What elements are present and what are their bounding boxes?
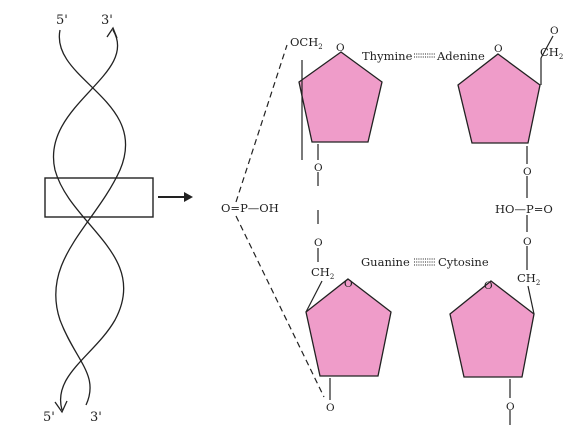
zoom-arrow xyxy=(158,192,193,202)
top-left-bond-oxygen: O xyxy=(314,162,323,174)
phosphate-right-lower-oxygen: O xyxy=(523,236,532,248)
base-adenine: Adenine xyxy=(436,49,485,63)
top-right-bond-oxygen: O xyxy=(523,166,532,178)
helix-bottom-left-label: 5' xyxy=(43,410,55,425)
arrowhead-bottom xyxy=(54,400,68,414)
bottom-left-top-oxygen: O xyxy=(314,237,323,249)
top-right-ring-oxygen: O xyxy=(494,43,503,55)
magnify-lines xyxy=(235,44,325,398)
sugar-ring-bottom-left xyxy=(305,278,392,377)
top-left-bonds xyxy=(301,60,319,186)
phosphate-left: O=P—OH xyxy=(221,201,279,215)
selection-box xyxy=(44,177,154,218)
helix-top-left-label: 5' xyxy=(56,13,68,28)
bottom-left-bonds xyxy=(305,210,331,400)
sugar-ring-top-right xyxy=(457,53,541,144)
bottom-left-group: CH2 xyxy=(311,265,334,281)
bottom-right-bond-oxygen: O xyxy=(506,401,515,413)
top-right-top-oxygen: O xyxy=(550,25,559,37)
base-cytosine: Cytosine xyxy=(438,255,489,269)
bottom-right-group: CH2 xyxy=(517,271,540,287)
top-right-group: CH2 xyxy=(540,45,563,61)
double-helix xyxy=(52,26,127,414)
bottom-right-bonds xyxy=(509,285,535,425)
top-left-ring-oxygen: O xyxy=(336,42,345,54)
bottom-left-ring-oxygen: O xyxy=(344,278,353,290)
helix-top-right-label: 3' xyxy=(101,13,113,28)
base-guanine: Guanine xyxy=(361,255,410,269)
base-thymine: Thymine xyxy=(362,49,413,63)
hydrogen-bonds-top xyxy=(414,53,435,58)
sugar-ring-bottom-right xyxy=(449,280,535,378)
phosphate-right: HO—P=O xyxy=(495,202,553,216)
bottom-left-bond-oxygen: O xyxy=(326,402,335,414)
top-right-bonds xyxy=(526,35,554,270)
helix-strand-two xyxy=(52,29,125,411)
bottom-right-ring-oxygen: O xyxy=(484,280,493,292)
hydrogen-bonds-bottom xyxy=(414,258,436,266)
helix-bottom-right-label: 3' xyxy=(90,410,102,425)
top-left-group: OCH2 xyxy=(290,35,323,51)
arrowhead-top xyxy=(106,26,118,39)
sugar-ring-top-left xyxy=(298,51,383,143)
helix-strand-one xyxy=(55,29,127,406)
